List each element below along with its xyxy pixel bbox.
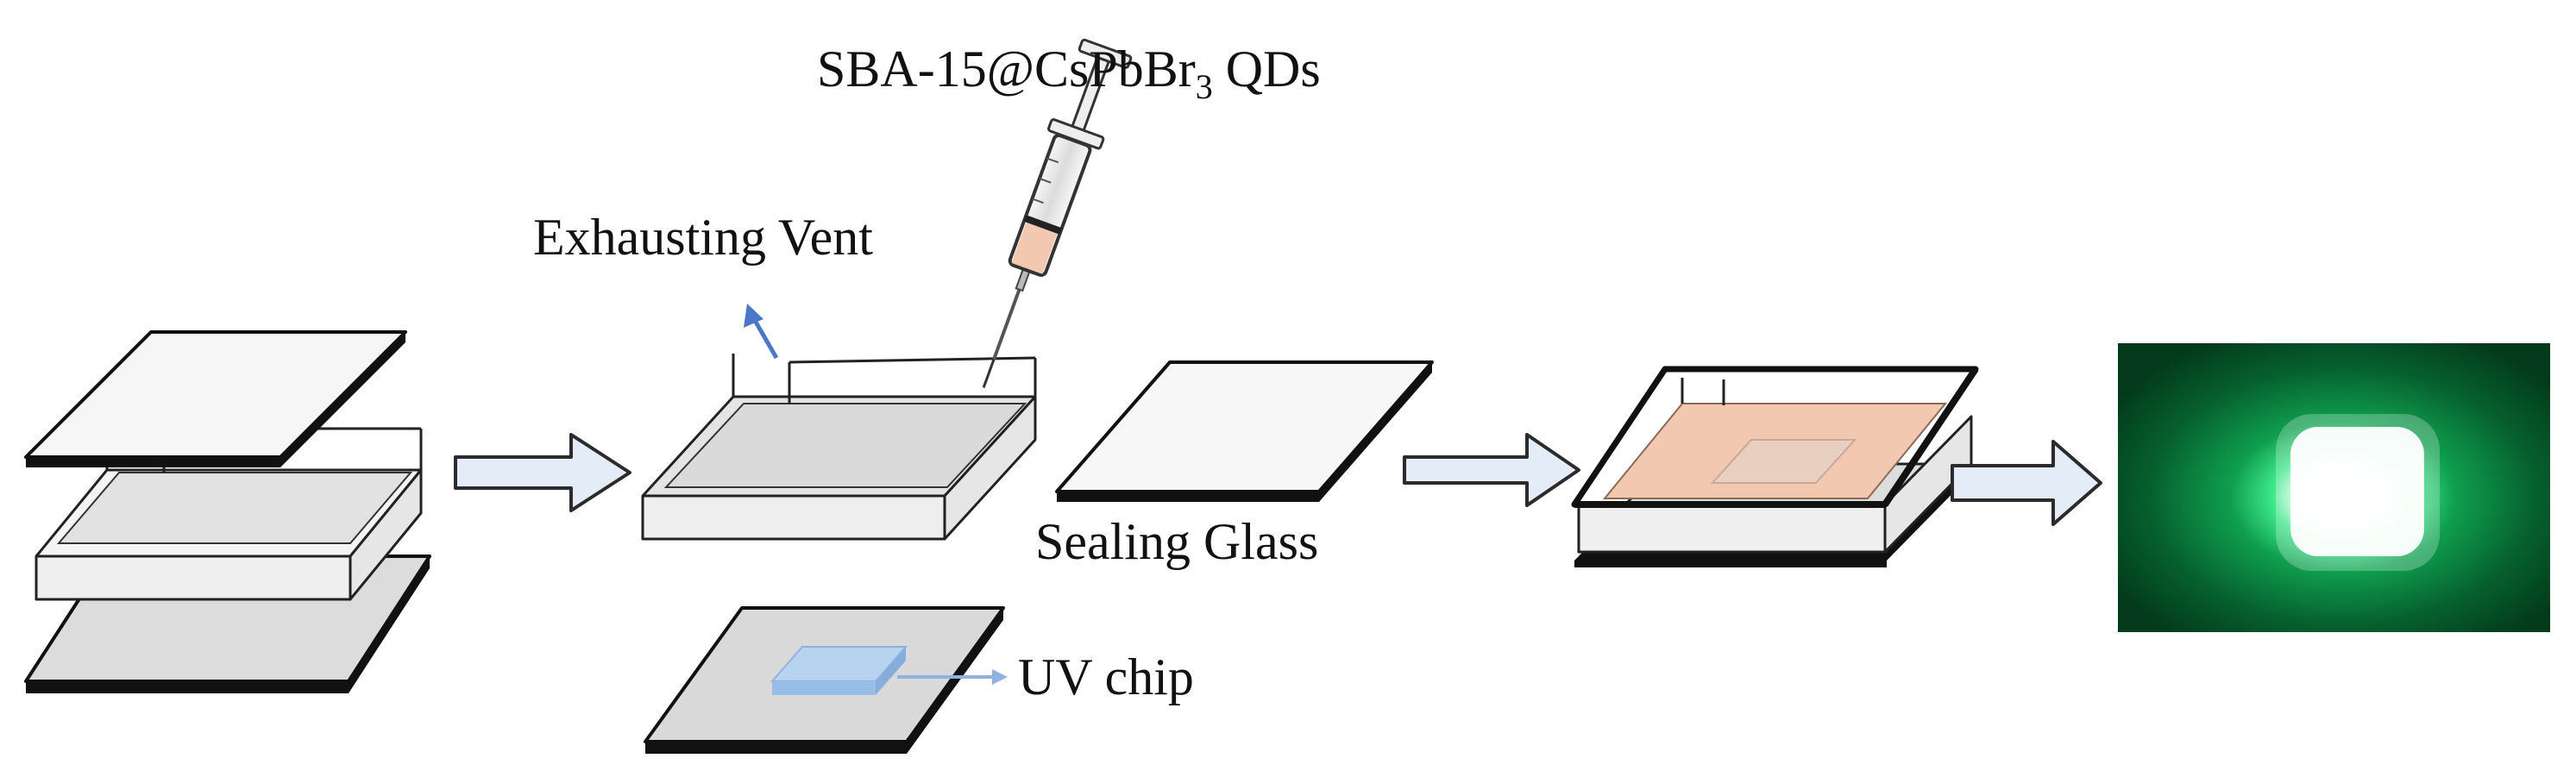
flow-arrow-3 — [1951, 440, 2102, 526]
frame-on-base — [641, 354, 1037, 541]
exhausting-vent-label: Exhausting Vent — [533, 209, 873, 266]
frame-spacer — [35, 427, 423, 601]
right-arrow-icon — [1403, 433, 1580, 507]
flow-arrow-1 — [454, 433, 631, 512]
right-arrow-icon — [1951, 440, 2102, 526]
exploded-stack — [24, 330, 431, 693]
uv-chip — [770, 646, 908, 695]
right-arrow-icon — [454, 433, 631, 512]
syringe-icon — [982, 38, 1133, 388]
sealing-glass-label: Sealing Glass — [1035, 513, 1318, 570]
uv-chip-base — [644, 606, 1008, 754]
glow-photo — [2118, 343, 2550, 632]
assembled-device — [1571, 366, 1979, 567]
sealing-glass — [1055, 360, 1434, 502]
qd-label: SBA-15@CsPbBr3 QDs — [817, 41, 1321, 106]
vent-arrow — [744, 304, 779, 360]
flow-arrow-2 — [1403, 433, 1580, 507]
uv-chip-label: UV chip — [1018, 649, 1194, 705]
top-glass-plate — [24, 330, 407, 467]
up-left-arrow-icon — [751, 316, 779, 360]
